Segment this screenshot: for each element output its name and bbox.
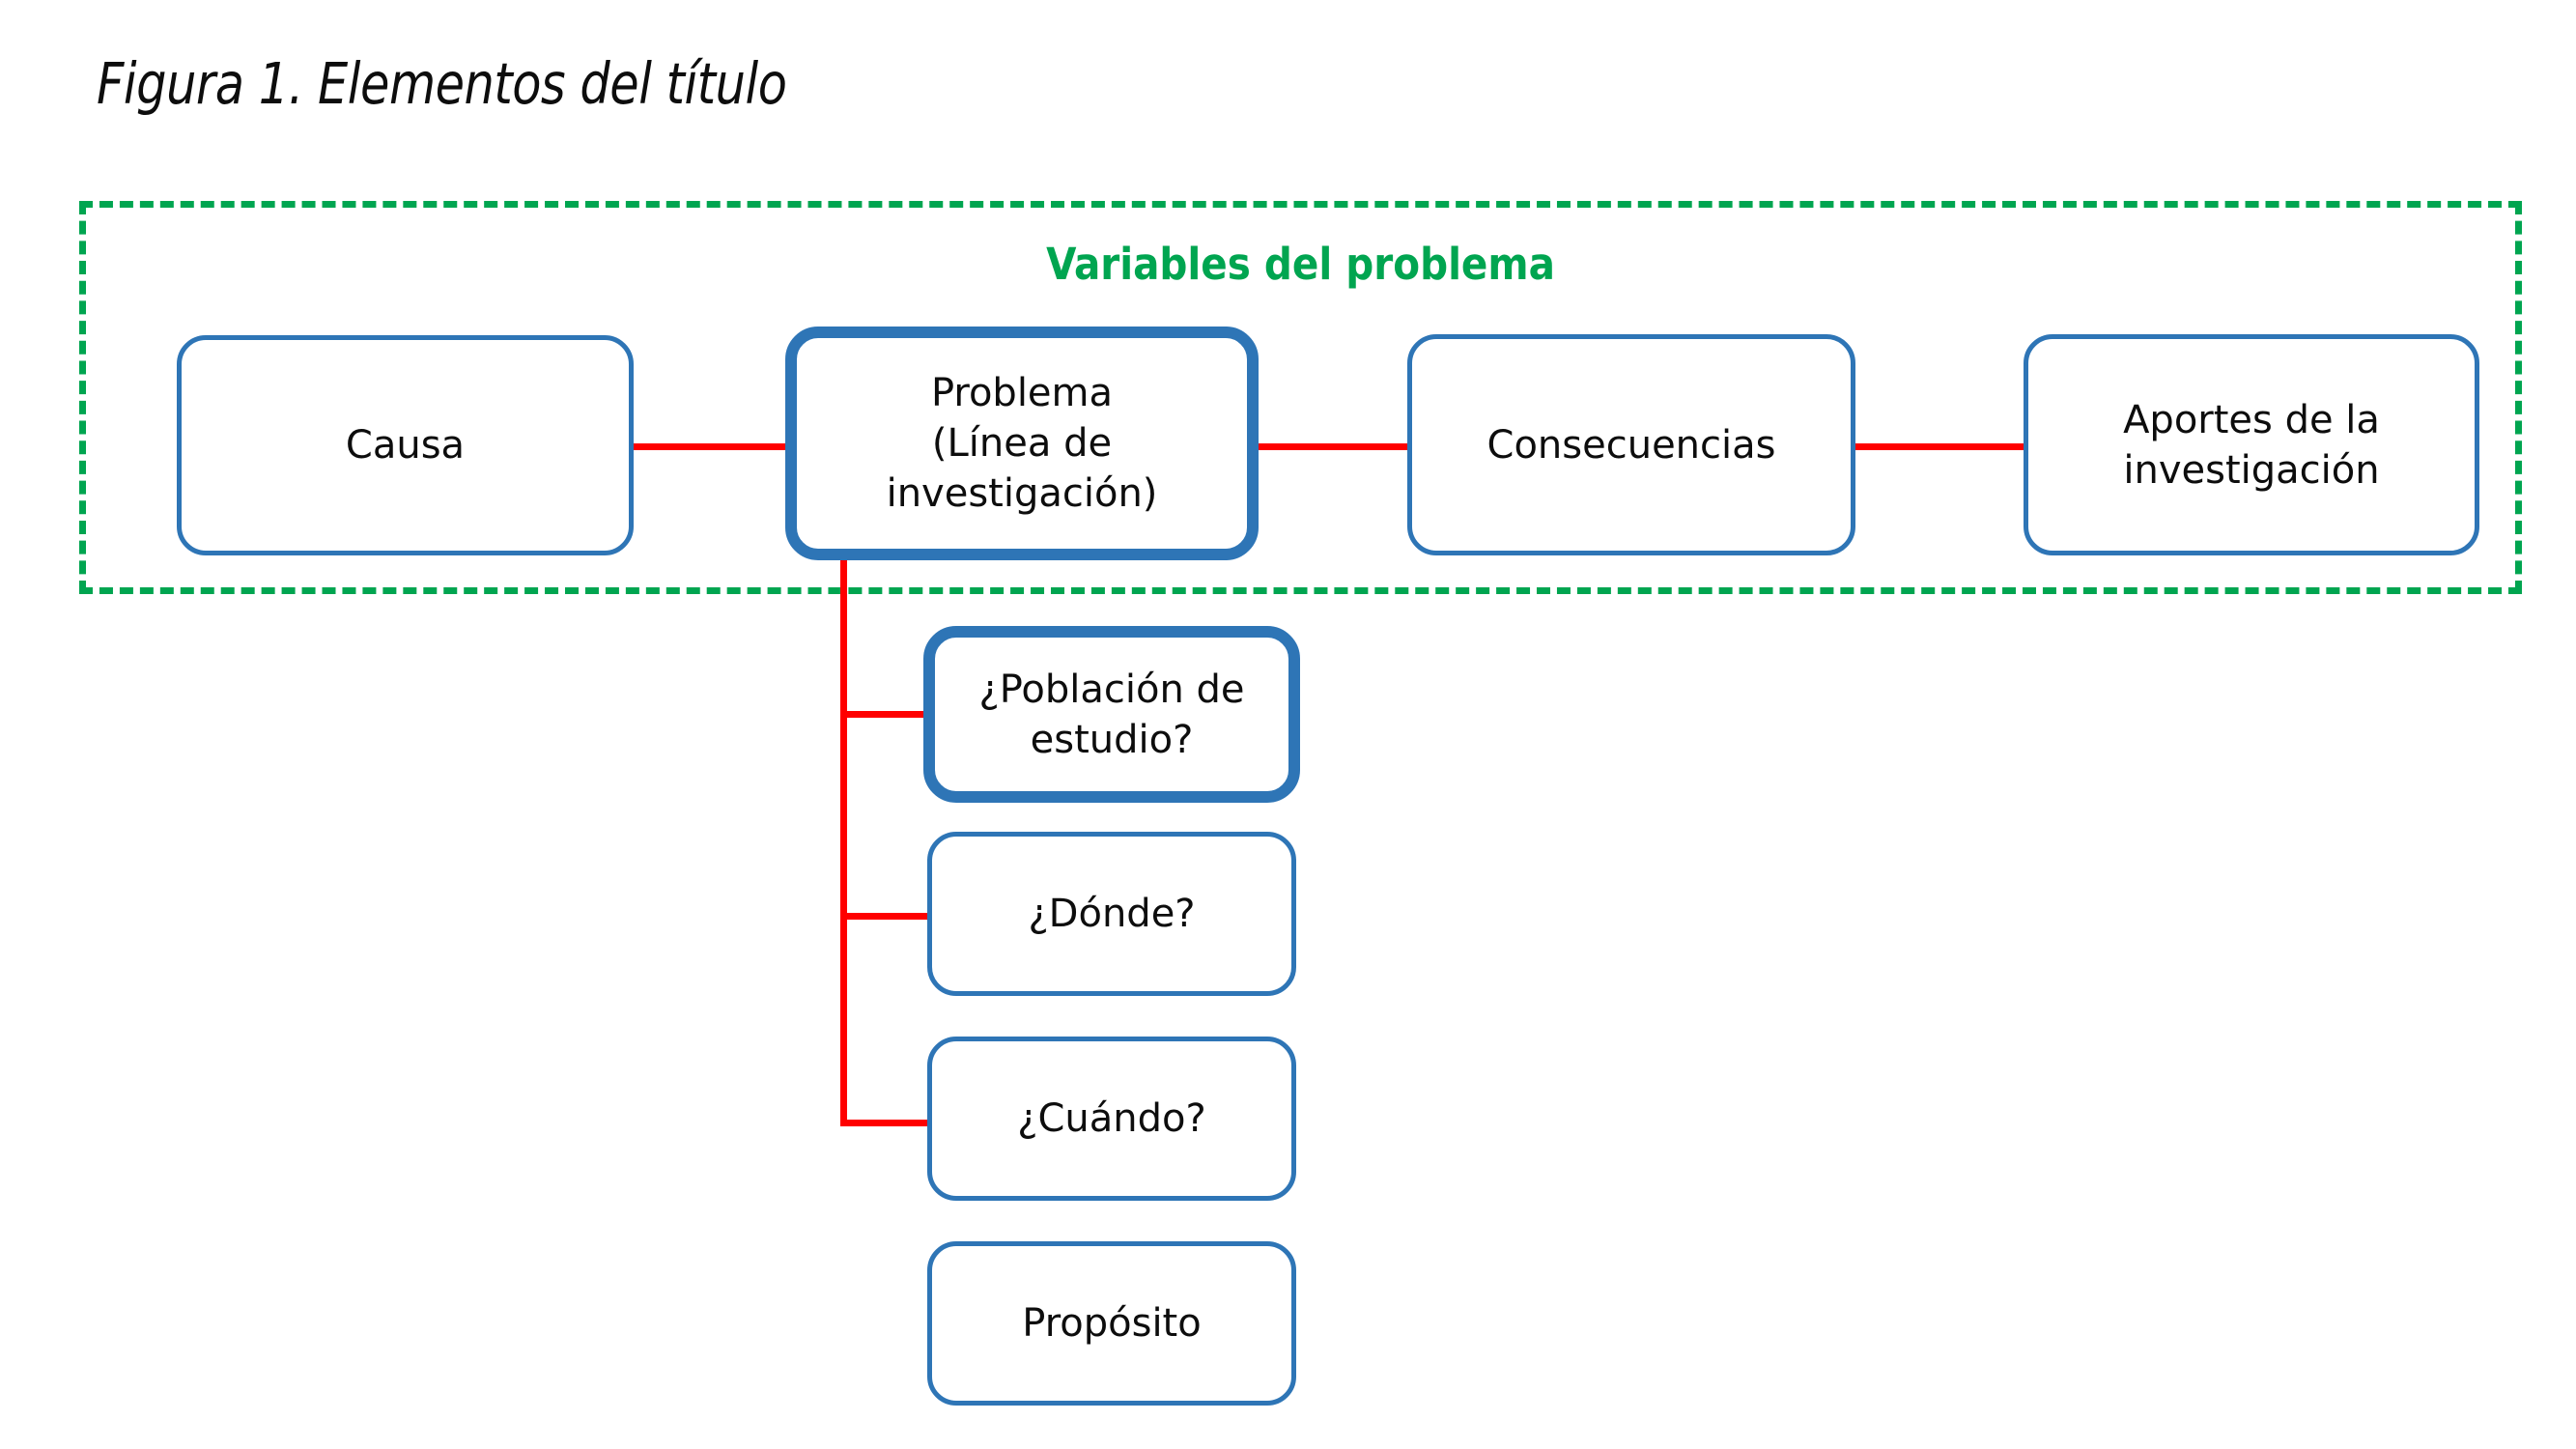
node-proposito-label: Propósito <box>1022 1301 1202 1346</box>
figure-caption: Figura 1. Elementos del título <box>97 50 787 117</box>
connector-trunk-vertical <box>840 553 847 1126</box>
connector-consecuencias-aportes <box>1849 443 2030 450</box>
variables-group-label: Variables del problema <box>1046 239 1555 290</box>
node-proposito[interactable]: Propósito <box>927 1241 1296 1406</box>
node-consecuencias-label: Consecuencias <box>1486 422 1776 468</box>
node-donde[interactable]: ¿Dónde? <box>927 832 1296 996</box>
node-problema[interactable]: Problema (Línea de investigación) <box>785 327 1259 560</box>
node-poblacion-estudio-label: ¿Población de estudio? <box>978 667 1245 762</box>
connector-trunk-donde <box>840 913 933 920</box>
connector-problema-consecuencias <box>1248 443 1414 450</box>
node-aportes-label: Aportes de la investigación <box>2123 397 2380 493</box>
node-donde-label: ¿Dónde? <box>1028 892 1196 936</box>
connector-causa-problema <box>621 443 795 450</box>
connector-trunk-poblacion <box>840 711 933 718</box>
variables-group-frame <box>79 201 2522 594</box>
node-aportes[interactable]: Aportes de la investigación <box>2024 334 2479 555</box>
node-causa[interactable]: Causa <box>177 335 634 555</box>
node-consecuencias[interactable]: Consecuencias <box>1407 334 1855 555</box>
node-poblacion-estudio[interactable]: ¿Población de estudio? <box>923 626 1300 803</box>
node-causa-label: Causa <box>345 423 466 468</box>
node-cuando[interactable]: ¿Cuándo? <box>927 1037 1296 1201</box>
node-cuando-label: ¿Cuándo? <box>1017 1096 1206 1141</box>
connector-trunk-cuando <box>840 1120 933 1126</box>
node-problema-label: Problema (Línea de investigación) <box>886 371 1158 516</box>
